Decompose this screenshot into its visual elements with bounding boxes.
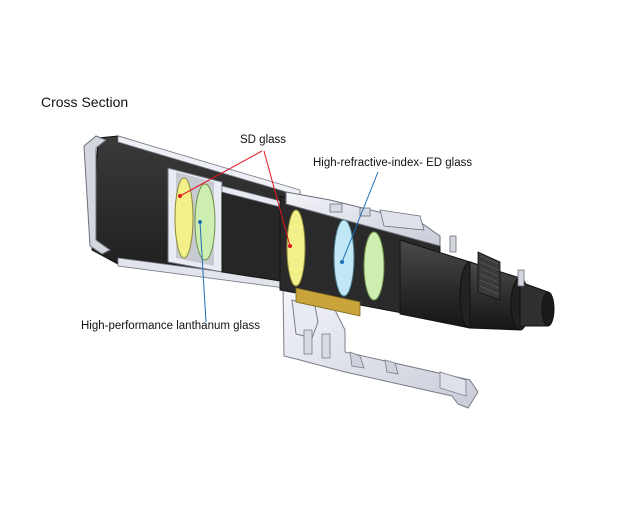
- mount-bracket: [282, 284, 479, 409]
- focuser: [399, 235, 555, 331]
- sd-glass-lens-rear: [286, 209, 306, 287]
- lanthanum-glass-lens: [194, 183, 216, 261]
- ed-glass-label: High-refractive-index- ED glass: [313, 157, 473, 169]
- sd-glass-leaders: [178, 150, 292, 248]
- ed-glass-leader: [340, 171, 379, 264]
- lanthanum-glass-leader: [198, 220, 207, 323]
- sd-glass-lens-front: [174, 177, 194, 259]
- sd-glass-label: SD glass: [240, 134, 287, 146]
- diagram-title: Cross Section: [41, 94, 129, 110]
- rear-green-lens: [363, 231, 385, 301]
- lanthanum-glass-label: High-performance lanthanum glass: [81, 320, 260, 332]
